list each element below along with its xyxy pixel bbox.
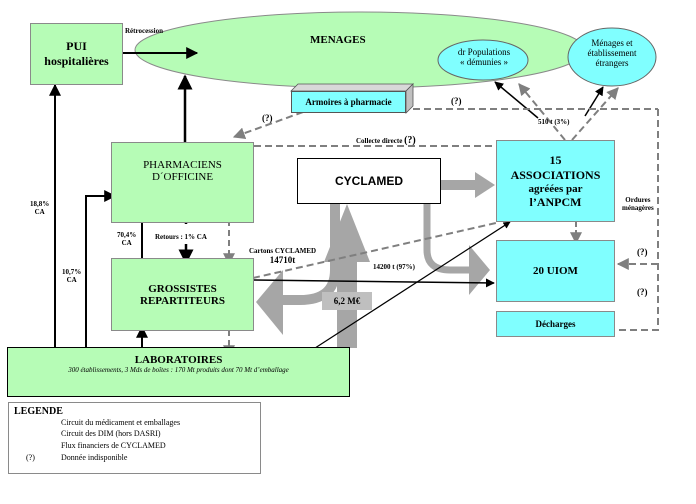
pui-share-label: 18,8% CA xyxy=(30,200,50,216)
finance-arrow-to-uiom-head xyxy=(469,245,490,295)
associations-line3: agréées par xyxy=(528,182,583,195)
collecte-directe-unknown: (?) xyxy=(404,135,416,146)
cartons-line1: Cartons CYCLAMED xyxy=(249,247,317,255)
uiom-node: 20 UIOM xyxy=(496,240,615,302)
finance-arrow-to-grossistes-head xyxy=(256,270,283,335)
decharges-label: Décharges xyxy=(535,319,576,329)
pui-hospitalieres-node: PUI hospitalières xyxy=(30,23,123,85)
legend-question-mark-icon: (?) xyxy=(26,453,35,462)
cyclamed-node: CYCLAMED xyxy=(297,158,441,204)
dim-grossistes-to-associations xyxy=(252,222,497,279)
legend-item-dashed: Circuit des DIM (hors DASRI) xyxy=(61,429,161,438)
populations-line2: « démunies » xyxy=(460,56,508,67)
pui-share-line2: CA xyxy=(34,207,45,216)
etrangers-line3: étrangers xyxy=(595,57,629,68)
finance-arrow-to-uiom xyxy=(423,204,470,274)
decharges-node: Décharges xyxy=(496,311,615,337)
flow-export-to-populations xyxy=(494,81,539,119)
labo-pharma-share-label: 10,7% CA xyxy=(62,268,82,284)
ordures-line1: Ordures xyxy=(625,196,651,204)
associations-line1: 15 xyxy=(549,152,562,167)
cyclamed-label: CYCLAMED xyxy=(335,174,403,188)
dim-armoires-to-pharma xyxy=(232,111,304,139)
flow-labo-to-pharma xyxy=(85,190,117,348)
pui-label-2: hospitalières xyxy=(44,54,109,68)
pharmaciens-officine-node: PHARMACIENS D´OFFICINE xyxy=(111,142,254,223)
populations-label: dr Populations « démunies » xyxy=(444,47,524,68)
armoires-label: Armoires à pharmacie xyxy=(305,97,392,107)
unknown-ordures-to-uiom: (?) xyxy=(637,247,648,257)
pharmaciens-line1: PHARMACIENS xyxy=(143,159,222,171)
etrangers-line1: Ménages et xyxy=(591,38,633,48)
menages-etrangers-label: Ménages et établissement étrangers xyxy=(570,38,654,69)
uiom-label: 20 UIOM xyxy=(533,265,578,277)
grossistes-pharma-share-line2: CA xyxy=(121,238,132,247)
labo-pharma-share-line2: CA xyxy=(66,275,77,284)
grossistes-pharma-share-label: 70,4% CA xyxy=(117,231,137,247)
flow-grossistes-to-uiom xyxy=(252,278,495,288)
legend-item-finance: Flux financiers de CYCLAMED xyxy=(61,441,166,450)
legend-title: LEGENDE xyxy=(14,406,63,417)
legend-item-solid: Circuit du médicament et emballages xyxy=(61,418,181,427)
legend-item-unknown: Donnée indisponible xyxy=(61,453,128,462)
export-label: 510 t (3%) xyxy=(538,118,570,126)
laboratoires-title: LABORATOIRES xyxy=(134,354,223,366)
financing-amount-label: 6,2 M€ xyxy=(322,292,372,310)
grossistes-line1: GROSSISTES xyxy=(148,282,217,295)
flow-export-to-etrangers xyxy=(584,86,604,117)
unknown-armoires-line: (?) xyxy=(451,96,462,106)
menages-etrangers-ellipse xyxy=(567,27,657,87)
cartons-label: Cartons CYCLAMED 14710t xyxy=(249,247,317,266)
pui-share-line1: 18,8% xyxy=(30,200,50,208)
retours-label: Retours : 1% CA xyxy=(155,233,207,242)
cartons-line2: 14710t xyxy=(269,254,296,265)
dim-ordures-right xyxy=(496,109,659,336)
pui-label: PUI xyxy=(66,39,87,53)
etrangers-line2: établissement xyxy=(587,47,637,58)
grossistes-repartiteurs-node: GROSSISTES REPARTITEURS xyxy=(111,258,254,331)
collecte-directe-text: Collecte directe xyxy=(356,137,403,145)
associations-line4: l’ANPCM xyxy=(529,194,582,209)
armoires-pharmacie-node: Armoires à pharmacie xyxy=(291,91,406,113)
menages-label: MENAGES xyxy=(310,34,366,46)
armoires-box-side xyxy=(405,83,414,114)
laboratoires-subtitle: 300 établissements, 3 Mds de boîtes : 17… xyxy=(68,366,289,374)
laboratoires-node: LABORATOIRES 300 établissements, 3 Mds d… xyxy=(7,347,350,397)
populations-ellipse xyxy=(437,39,529,81)
unknown-ordures-to-decharges: (?) xyxy=(637,287,648,297)
ordures-line2: ménagères xyxy=(622,203,654,212)
dim-associations-to-populations xyxy=(518,83,566,141)
flow-labo-to-associations xyxy=(311,221,511,351)
unknown-armoires-to-pharma: (?) xyxy=(262,113,273,123)
armoires-box-top xyxy=(290,83,414,92)
grossistes-line2: REPARTITEURS xyxy=(140,294,225,307)
ordures-menageres-label: Ordures ménagères xyxy=(622,196,654,213)
legend: LEGENDE Circuit du médicament et emballa… xyxy=(8,402,261,474)
grossistes-pharma-share-line1: 70,4% xyxy=(117,231,137,239)
collecte-directe-label: Collecte directe (?) xyxy=(356,135,416,146)
labo-pharma-share-line1: 10,7% xyxy=(62,268,82,276)
incineration-label: 14200 t (97%) xyxy=(373,263,415,271)
associations-line2: ASSOCIATIONS xyxy=(510,167,601,182)
dim-associations-to-etrangers xyxy=(571,87,619,141)
pharmaciens-line2: D´OFFICINE xyxy=(151,171,214,183)
populations-line1: dr Populations xyxy=(457,47,511,57)
associations-node: 15 ASSOCIATIONS agréées par l’ANPCM xyxy=(496,140,615,222)
retrocession-label: Rétrocession xyxy=(125,27,163,35)
finance-arrow-to-associations xyxy=(440,172,495,198)
